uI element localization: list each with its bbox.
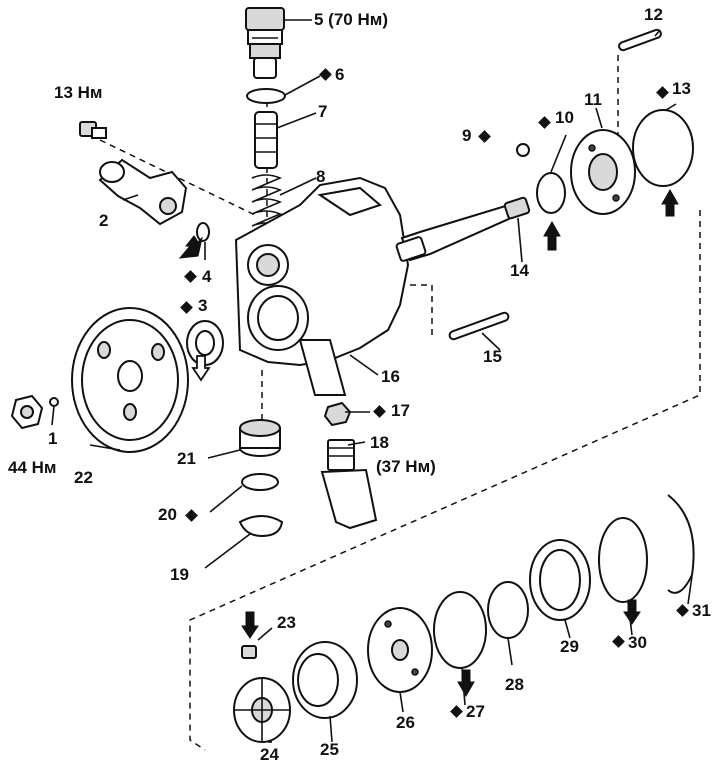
label-17: 17 <box>391 401 410 420</box>
spring-8 <box>251 174 283 239</box>
label-10: 10 <box>555 108 574 127</box>
pulley-22 <box>71 307 189 453</box>
arrow-icon <box>661 188 679 217</box>
label-8: 8 <box>316 167 326 186</box>
label-7: 7 <box>318 102 328 121</box>
o-ring-6 <box>246 88 286 104</box>
o-ring-20 <box>241 473 279 491</box>
inlet-fitting-2 <box>98 158 188 226</box>
o-ring-10 <box>536 172 566 214</box>
label-13: 13 <box>672 79 691 98</box>
drive-shaft-14 <box>395 196 531 262</box>
plug-21 <box>239 419 281 457</box>
label-18-torque: (37 Нм) <box>376 457 436 476</box>
label-30: 30 <box>628 633 647 652</box>
key-23 <box>241 645 257 659</box>
label-18: 18 <box>370 433 389 452</box>
o-ring-13 <box>632 109 694 187</box>
arrow-icon <box>623 599 641 625</box>
label-3: 3 <box>198 296 208 315</box>
arrow-icon <box>178 235 203 259</box>
nut-17 <box>323 401 352 427</box>
flow-valve-7 <box>254 111 278 169</box>
snap-ring-19 <box>238 515 284 538</box>
seal-ring-29 <box>529 539 591 621</box>
label-25: 25 <box>320 740 339 759</box>
label-1: 1 <box>48 429 58 448</box>
label-12: 12 <box>644 5 663 24</box>
label-24: 24 <box>260 745 279 764</box>
label-44-torque: 44 Нм <box>8 458 57 477</box>
rear-cover-11 <box>570 129 636 215</box>
label-15: 15 <box>483 347 502 366</box>
label-27: 27 <box>466 702 485 721</box>
pressure-plate-26 <box>367 607 433 693</box>
label-14: 14 <box>510 261 529 280</box>
o-ring-30 <box>598 517 648 603</box>
pressure-switch-18 <box>320 439 378 530</box>
assembly-line-shaft-to-pin <box>410 284 433 335</box>
pulley-nut <box>10 394 44 430</box>
label-23: 23 <box>277 613 296 632</box>
dowel-pin-15 <box>448 311 510 341</box>
lock-nut-9 <box>516 143 530 157</box>
o-ring-27 <box>433 591 487 669</box>
label-19: 19 <box>170 565 189 584</box>
plug-fitting-5 <box>245 7 285 79</box>
label-13-torque: 13 Нм <box>54 83 103 102</box>
label-28: 28 <box>505 675 524 694</box>
arrow-icon <box>543 220 561 251</box>
label-26: 26 <box>396 713 415 732</box>
label-31: 31 <box>692 601 711 620</box>
label-20: 20 <box>158 505 177 524</box>
banjo-bolt <box>79 121 107 139</box>
o-ring-4 <box>196 222 210 242</box>
label-5: 5 (70 Нм) <box>314 10 388 29</box>
label-16: 16 <box>381 367 400 386</box>
label-21: 21 <box>177 449 196 468</box>
label-4: 4 <box>202 267 212 286</box>
arrow-icon <box>241 611 259 639</box>
assembly-line-rear-group <box>189 210 701 751</box>
label-9: 9 <box>462 126 472 145</box>
assembly-line-bolt-to-bracket <box>99 139 256 216</box>
label-29: 29 <box>560 637 579 656</box>
label-6: 6 <box>335 65 345 84</box>
washer-1 <box>49 397 59 407</box>
label-2: 2 <box>99 211 109 230</box>
arrow-icon <box>457 669 475 698</box>
snap-ring-31 <box>667 494 695 594</box>
label-22: 22 <box>74 468 93 487</box>
arrow-markers <box>178 188 679 698</box>
spring-clip-28 <box>487 581 529 639</box>
pump-housing-16 <box>234 176 410 396</box>
dowel-pin-12 <box>618 28 662 52</box>
rotor-24 <box>233 677 291 743</box>
cam-ring-25 <box>292 641 358 719</box>
label-11: 11 <box>584 90 602 109</box>
arrow-icon <box>191 355 211 382</box>
